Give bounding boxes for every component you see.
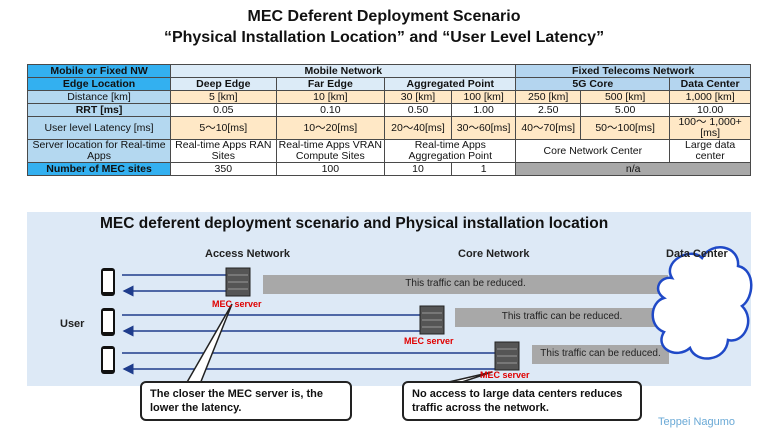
- row-header-latency: User level Latency [ms]: [26, 116, 172, 140]
- table-cell: 40～70[ms]: [515, 116, 581, 140]
- traffic-bar-2: [455, 308, 669, 327]
- table-row: Server location for Real-time Apps Real-…: [26, 139, 751, 163]
- table-row: Edge Location Deep Edge Far Edge Aggrega…: [26, 77, 751, 91]
- table-cell: 5 [km]: [170, 90, 277, 104]
- table-cell: 0.10: [275, 103, 386, 117]
- table-cell: 0.50: [384, 103, 452, 117]
- traffic-text: This traffic can be reduced.: [540, 348, 661, 359]
- table-cell: 5～10[ms]: [170, 116, 277, 140]
- callout-latency: The closer the MEC server is, the lower …: [140, 381, 352, 421]
- mobile-network-header: Mobile Network: [170, 64, 517, 78]
- table-cell: 0.05: [170, 103, 277, 117]
- table-cell: 100 [km]: [450, 90, 517, 104]
- page-subtitle: “Physical Installation Location” and “Us…: [163, 29, 605, 46]
- row-header-network: Mobile or Fixed NW: [26, 64, 172, 78]
- mec-server-label: MEC server: [404, 336, 454, 346]
- table-cell: 20～40[ms]: [384, 116, 452, 140]
- table-row: Distance [km] 5 [km] 10 [km] 30 [km] 100…: [26, 90, 751, 104]
- table-cell: Real-time Apps RAN Sites: [170, 139, 277, 163]
- user-label: User: [60, 318, 85, 330]
- data-center-label: Data Center: [666, 248, 728, 260]
- row-header-sites: Number of MEC sites: [26, 162, 172, 176]
- table-cell: 10.00: [669, 103, 751, 117]
- table-cell: Core Network Center: [515, 139, 671, 163]
- table-cell: 350: [170, 162, 277, 176]
- row-header-edge: Edge Location: [26, 77, 172, 91]
- table-cell: 250 [km]: [515, 90, 581, 104]
- smartphone-icon: [101, 346, 115, 374]
- table-cell: n/a: [515, 162, 751, 176]
- server-icon: [494, 341, 520, 371]
- server-icon: [225, 267, 251, 297]
- table-cell: 30 [km]: [384, 90, 452, 104]
- author-credit: Teppei Nagumo: [658, 416, 736, 428]
- diagram-title: MEC deferent deployment scenario and Phy…: [100, 215, 609, 232]
- table-cell: Real-time Apps Aggregation Point: [384, 139, 517, 163]
- table-cell: 50～100[ms]: [579, 116, 671, 140]
- table-cell: 5.00: [579, 103, 671, 117]
- table-cell: 100: [275, 162, 386, 176]
- table-cell: 100～ 1,000+[ms]: [669, 116, 751, 140]
- traffic-text: This traffic can be reduced.: [405, 278, 526, 289]
- table-row: Mobile or Fixed NW Mobile Network Fixed …: [26, 64, 751, 78]
- table-cell: Deep Edge: [170, 77, 277, 91]
- table-cell: 10: [384, 162, 452, 176]
- callout-traffic: No access to large data centers reduces …: [402, 381, 642, 421]
- server-icon: [419, 305, 445, 335]
- access-network-label: Access Network: [205, 248, 290, 260]
- row-header-server: Server location for Real-time Apps: [26, 139, 172, 163]
- table-cell: 500 [km]: [579, 90, 671, 104]
- table-row: RRT [ms] 0.05 0.10 0.50 1.00 2.50 5.00 1…: [26, 103, 751, 117]
- table-row: Number of MEC sites 350 100 10 1 n/a: [26, 162, 751, 176]
- traffic-text: This traffic can be reduced.: [501, 311, 623, 322]
- cloud-icon: [651, 246, 753, 360]
- core-network-label: Core Network: [458, 248, 530, 260]
- callout-pointer: [184, 303, 233, 385]
- table-cell: 1,000 [km]: [669, 90, 751, 104]
- table-cell: Aggregated Point: [384, 77, 517, 91]
- table-cell: 1: [450, 162, 517, 176]
- table-row: User level Latency [ms] 5～10[ms] 10～20[m…: [26, 116, 751, 140]
- table-cell: Far Edge: [275, 77, 386, 91]
- table-cell: 30～60[ms]: [450, 116, 517, 140]
- smartphone-icon: [101, 308, 115, 336]
- traffic-bar-3: [532, 345, 669, 364]
- page-title: MEC Deferent Deployment Scenario: [247, 8, 521, 25]
- mec-server-label: MEC server: [212, 299, 262, 309]
- mec-server-label: MEC server: [480, 370, 530, 380]
- traffic-bar-1: [263, 275, 668, 294]
- fixed-network-header: Fixed Telecoms Network: [515, 64, 751, 78]
- table-cell: 10 [km]: [275, 90, 386, 104]
- mec-deployment-table: Mobile or Fixed NW Mobile Network Fixed …: [26, 64, 751, 176]
- smartphone-icon: [101, 268, 115, 296]
